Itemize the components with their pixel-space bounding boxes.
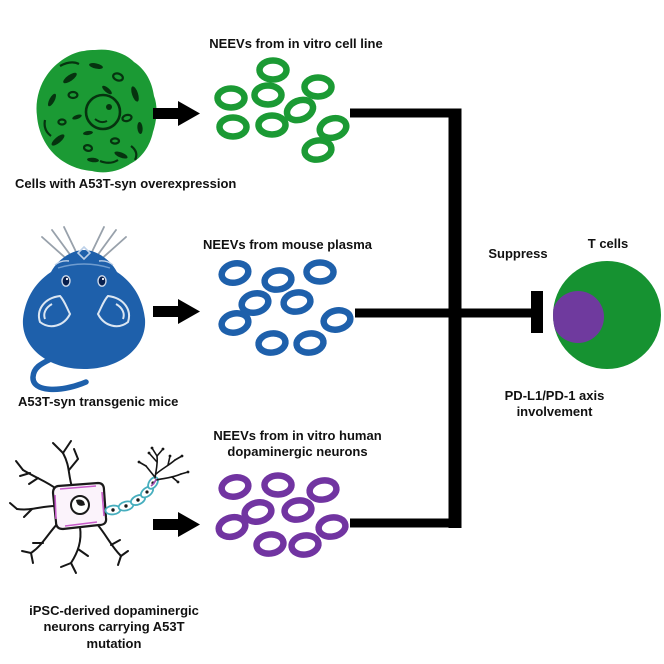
neev-title-neuron: NEEVs from in vitro human dopaminergic n…: [213, 428, 382, 460]
neuron-icon: [9, 440, 190, 574]
cell-icon: [36, 49, 157, 173]
arrow-right-icon: [153, 101, 200, 126]
source-label-mouse: A53T-syn transgenic mice: [18, 394, 179, 409]
neev-cluster-green: [214, 57, 350, 163]
source-label-neuron: iPSC-derived dopaminergic neurons carryi…: [29, 603, 199, 651]
source-label-cell-line: Cells with A53T-syn overexpression: [15, 176, 237, 191]
suppress-label: Suppress: [488, 246, 548, 261]
neev-title-mouse: NEEVs from mouse plasma: [202, 237, 373, 252]
neev-title-cell-line: NEEVs from in vitro cell line: [209, 36, 383, 51]
neev-cluster-blue: [218, 259, 354, 356]
mouse-icon: [22, 226, 146, 393]
t-cells-label: T cells: [587, 236, 629, 251]
arrow-right-icon: [153, 512, 200, 537]
converging-connector: [350, 108, 543, 528]
neev-cluster-purple: [215, 472, 349, 558]
t-cell-icon: [553, 261, 661, 369]
mechanism-label: PD-L1/PD-1 axis involvement: [504, 388, 605, 420]
arrow-right-icon: [153, 299, 200, 324]
